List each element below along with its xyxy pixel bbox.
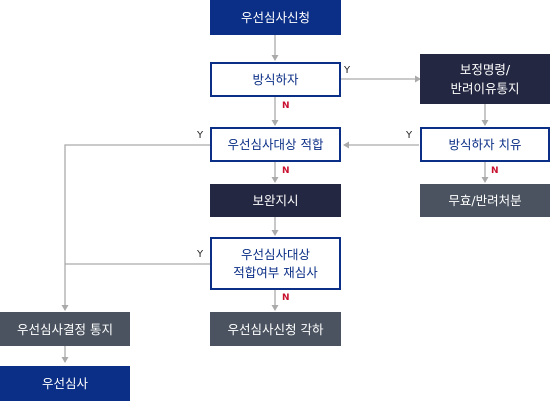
arrow-eligible-to-decision: [61, 144, 210, 311]
node-reject: 우선심사신청 각하: [210, 312, 341, 346]
node-correction: 보정명령/ 반려이유통지: [420, 54, 550, 104]
yes-label-remedy: Y: [406, 130, 413, 141]
node-invalid-label: 무효/반려처분: [448, 193, 522, 208]
node-invalid: 무효/반려처분: [420, 184, 550, 217]
node-formality-label: 방식하자: [252, 72, 299, 87]
no-label-reexamine: N: [282, 293, 290, 303]
yes-label-reexamine: Y: [197, 249, 204, 260]
node-formality: 방식하자: [210, 62, 341, 97]
node-decision: 우선심사결정 통지: [0, 312, 130, 346]
node-decision-label: 우선심사결정 통지: [17, 321, 113, 337]
node-reexamine: 우선심사대상 적합여부 재심사: [210, 237, 341, 290]
node-correction-label: 보정명령/ 반려이유통지: [450, 62, 520, 96]
yes-label-formality: Y: [344, 65, 351, 76]
no-label-formality: N: [282, 101, 290, 111]
node-eligible: 우선심사대상 적합: [210, 127, 341, 162]
node-exam-label: 우선심사: [41, 376, 88, 391]
node-apply: 우선심사신청: [210, 0, 341, 35]
node-remedy: 방식하자 치유: [420, 127, 550, 162]
node-remedy-label: 방식하자 치유: [448, 137, 522, 152]
node-eligible-label: 우선심사대상 적합: [227, 137, 324, 152]
no-label-eligible: N: [282, 166, 290, 176]
node-reject-label: 우선심사신청 각하: [227, 321, 324, 337]
node-apply-label: 우선심사신청: [240, 10, 310, 25]
no-label-remedy: N: [491, 166, 499, 176]
node-supplement: 보완지시: [210, 184, 341, 217]
yes-label-eligible: Y: [197, 130, 204, 141]
node-exam: 우선심사: [0, 366, 130, 401]
node-reexamine-label: 우선심사대상 적합여부 재심사: [233, 246, 318, 280]
node-supplement-label: 보완지시: [252, 193, 299, 208]
